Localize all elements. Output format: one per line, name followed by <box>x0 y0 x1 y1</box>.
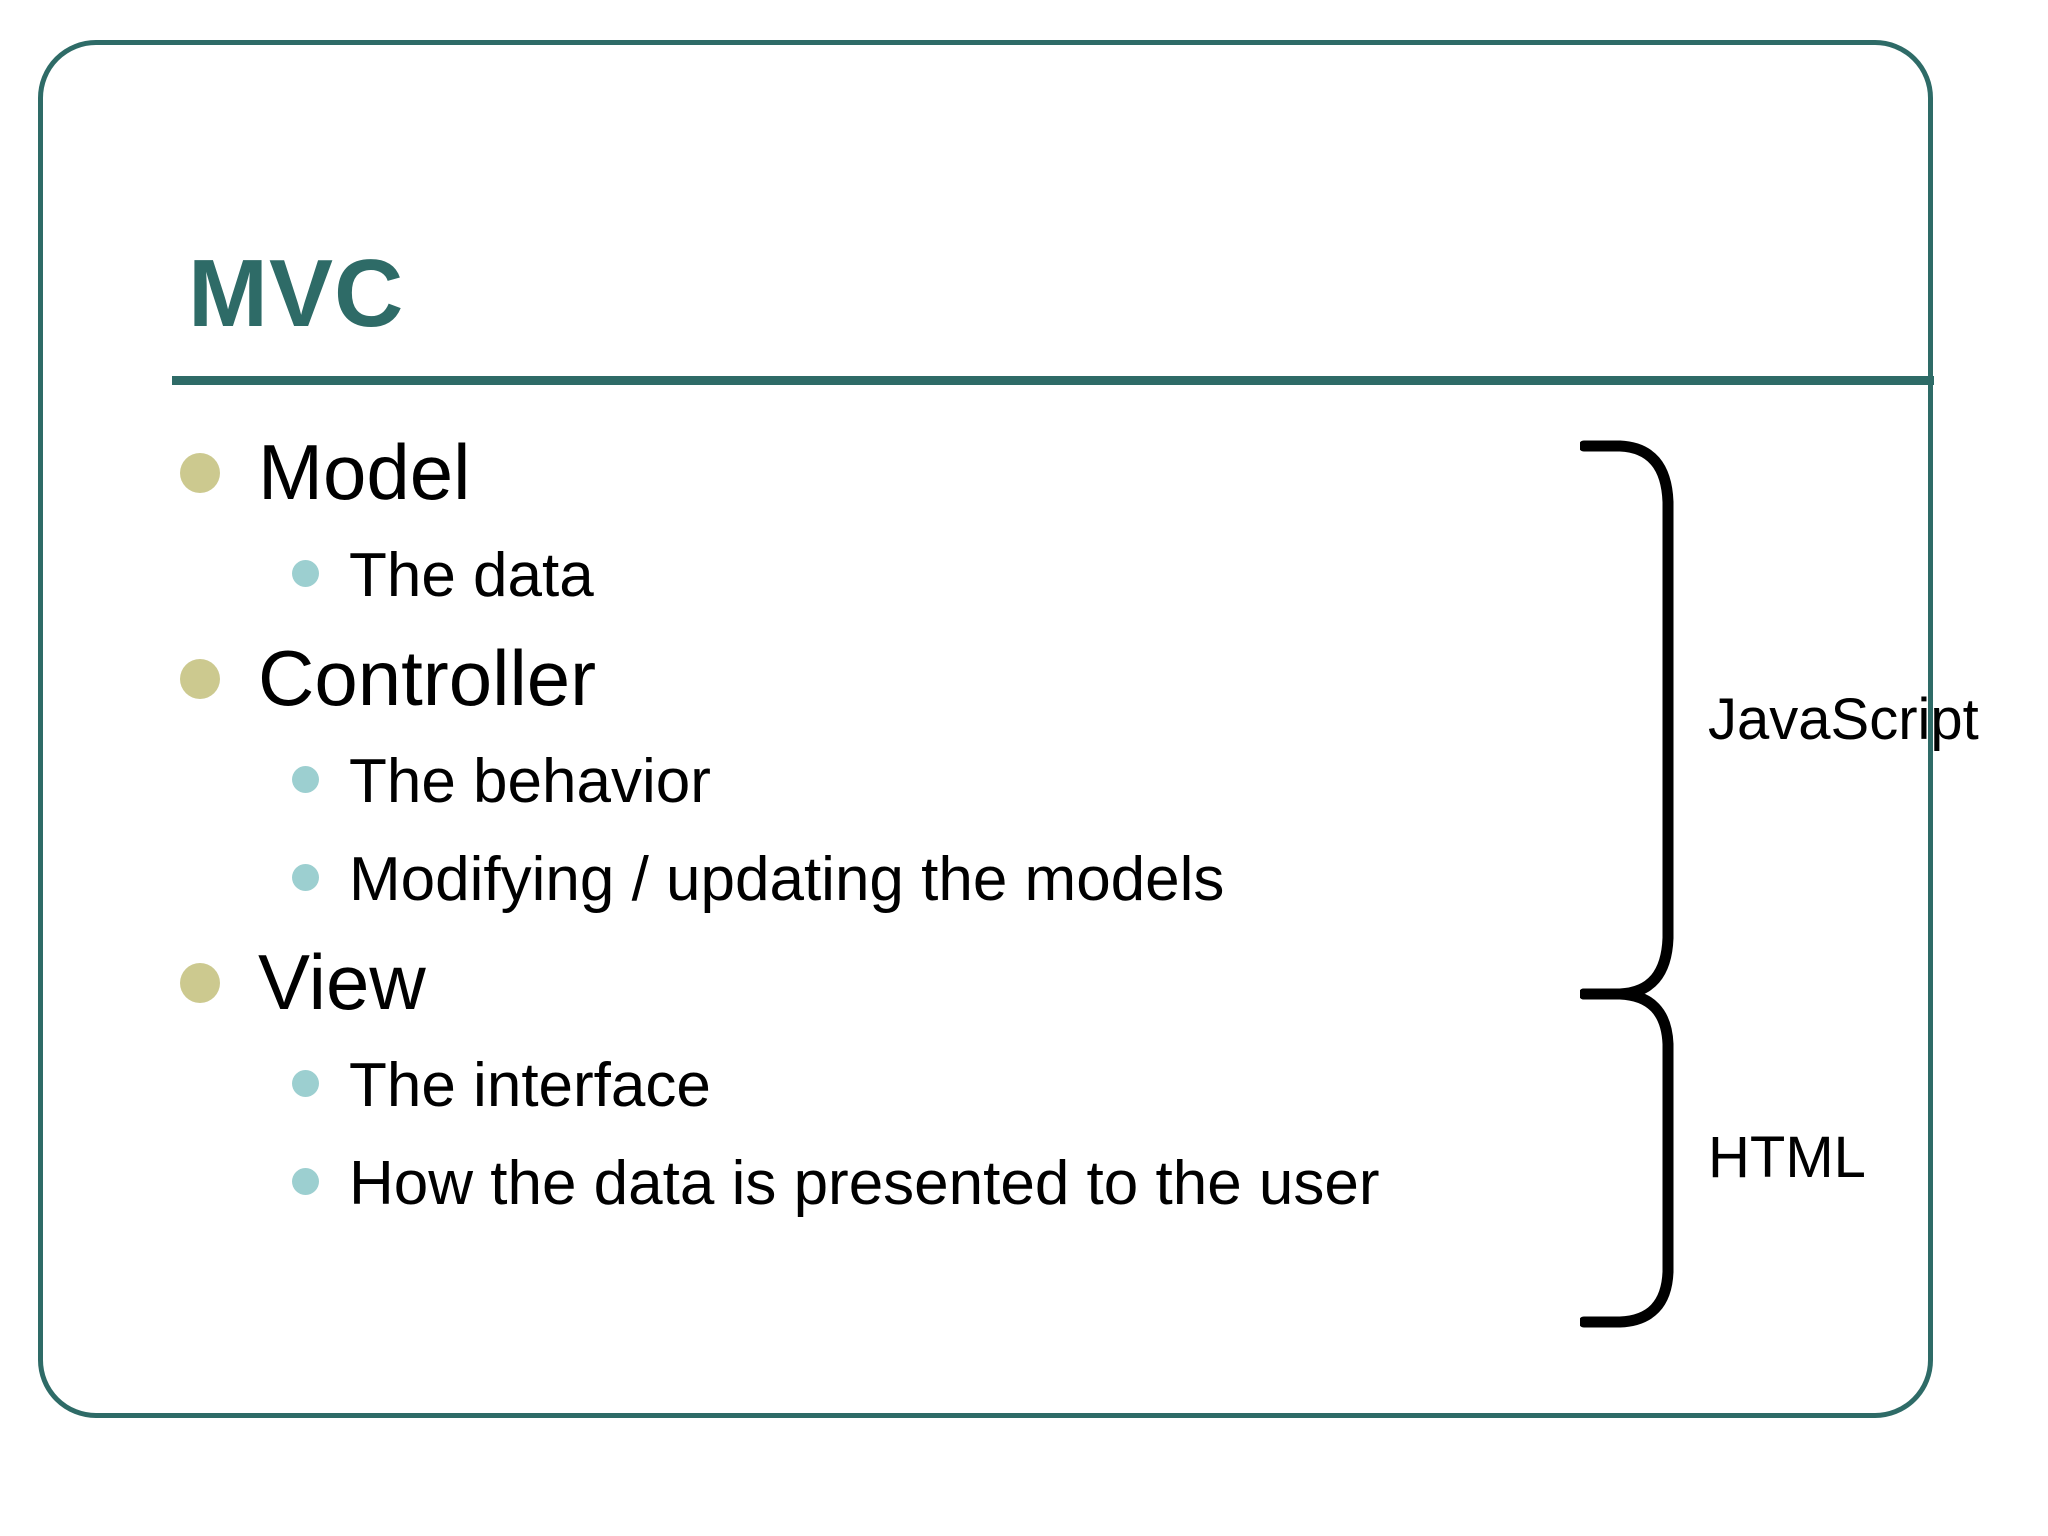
right-brace-icon <box>1580 440 1674 1000</box>
list-item: How the data is presented to the user <box>180 1141 1560 1239</box>
list-item-label: Modifying / updating the models <box>349 845 1225 914</box>
list-item: View <box>180 935 1560 1043</box>
list-item-label: The data <box>349 541 594 610</box>
list-item-label: Controller <box>258 634 597 722</box>
list-item: The behavior <box>180 739 1560 837</box>
list-item-label: The interface <box>349 1051 711 1120</box>
annotation-javascript: JavaScript <box>1580 440 1979 1000</box>
bullet-dot-icon <box>180 659 220 699</box>
list-item: Model <box>180 425 1560 533</box>
list-item: Controller <box>180 631 1560 739</box>
bullet-dot-icon <box>292 560 319 587</box>
list-item: The data <box>180 533 1560 631</box>
bullet-dot-icon <box>180 963 220 1003</box>
bullet-list: Model The data Controller The behavior M… <box>180 425 1560 1239</box>
right-brace-icon <box>1580 988 1674 1328</box>
slide-border-frame <box>38 40 1933 1418</box>
page-title: MVC <box>188 240 405 347</box>
list-item-label: Model <box>258 428 471 516</box>
annotation-label: HTML <box>1708 1125 1866 1190</box>
bullet-dot-icon <box>180 453 220 493</box>
title-underline-rule <box>172 376 1934 385</box>
list-item-label: How the data is presented to the user <box>349 1149 1380 1218</box>
bullet-dot-icon <box>292 1070 319 1097</box>
list-item-label: View <box>258 938 426 1026</box>
list-item-label: The behavior <box>349 747 711 816</box>
annotation-html: HTML <box>1580 988 1866 1328</box>
annotation-label: JavaScript <box>1708 687 1979 752</box>
list-item: The interface <box>180 1043 1560 1141</box>
bullet-dot-icon <box>292 766 319 793</box>
bullet-dot-icon <box>292 1168 319 1195</box>
bullet-dot-icon <box>292 864 319 891</box>
list-item: Modifying / updating the models <box>180 837 1560 935</box>
